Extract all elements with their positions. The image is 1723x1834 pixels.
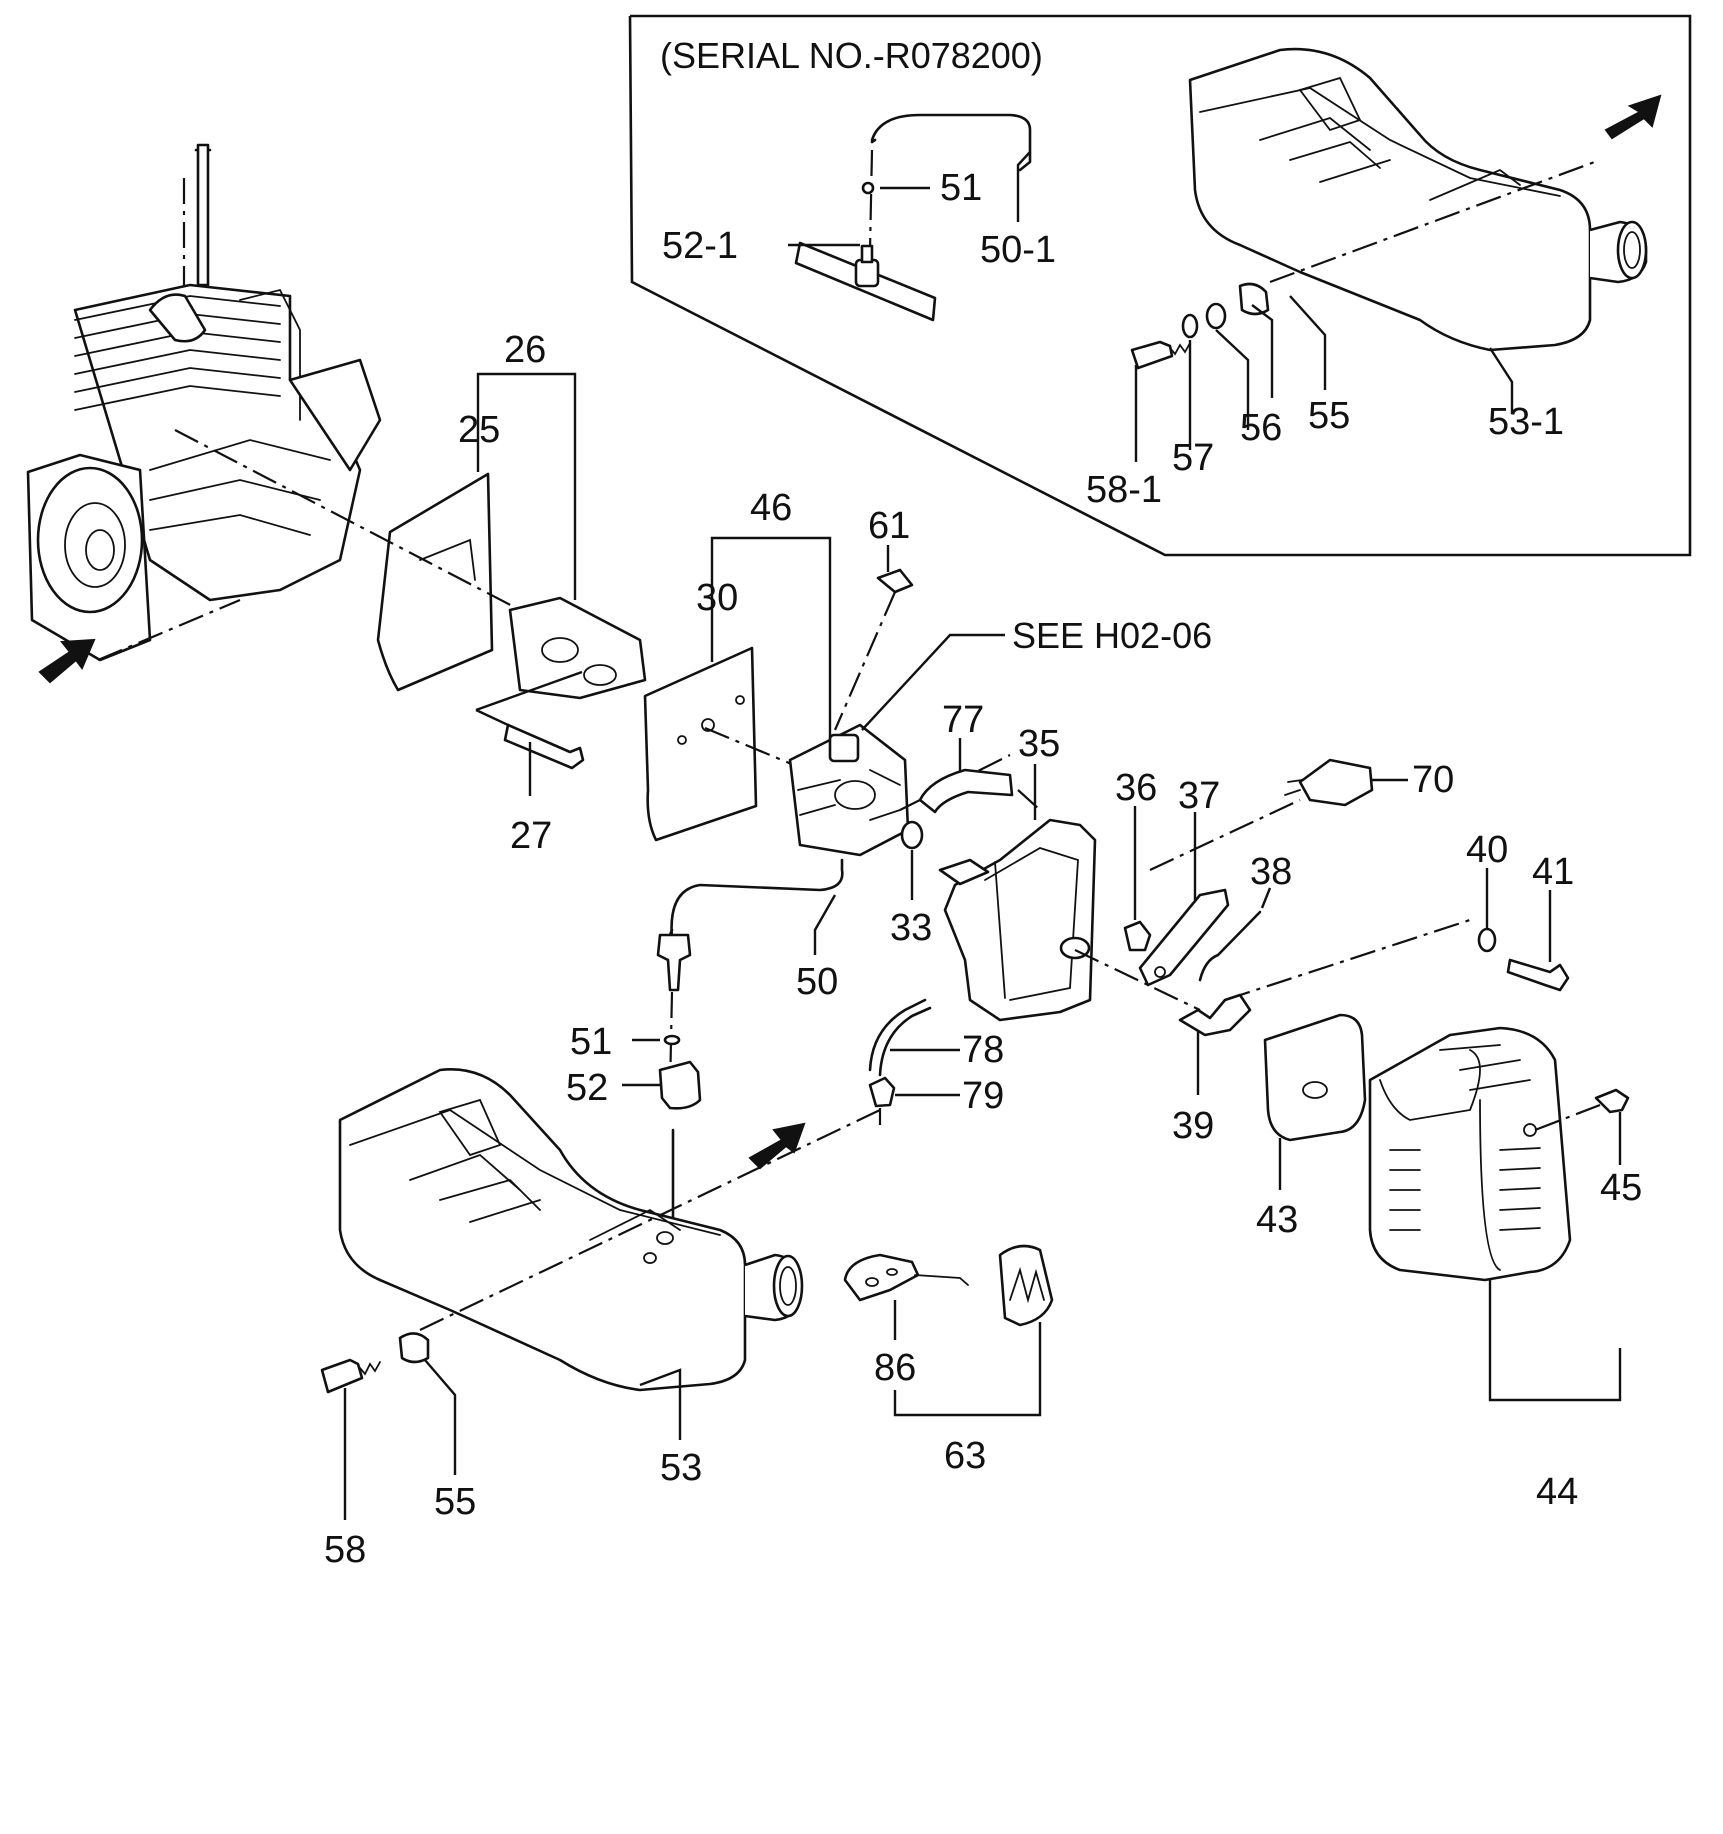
bolt-58 <box>320 1358 364 1394</box>
callout-35: 35 <box>1018 723 1060 765</box>
callout-46: 46 <box>750 487 792 529</box>
see-reference-note: SEE H02-06 <box>1012 615 1212 656</box>
fuel-filter-52 <box>658 1060 702 1110</box>
direction-arrow-icon <box>38 638 96 684</box>
retainer-86 <box>843 1253 920 1302</box>
spacer-36 <box>1123 920 1152 952</box>
callout-inset-51: 51 <box>940 167 982 209</box>
callout-79: 79 <box>962 1075 1004 1117</box>
air-cleaner-group <box>918 738 1630 1402</box>
carburetor-group <box>643 536 1011 1091</box>
fuel-tube-50-1 <box>870 113 1032 172</box>
callout-61: 61 <box>868 505 910 547</box>
callout-63: 63 <box>944 1435 986 1477</box>
callout-86: 86 <box>874 1347 916 1389</box>
engine-block <box>26 143 382 684</box>
bolt-41 <box>1506 958 1570 992</box>
callout-43: 43 <box>1256 1199 1298 1241</box>
washer-40 <box>1477 927 1497 953</box>
callout-labels: 26 25 27 46 30 61 SEE H02-06 77 35 36 37… <box>324 329 1642 1571</box>
air-filter-43 <box>1263 1013 1367 1142</box>
serial-inset: (SERIAL NO.-R078200) <box>628 14 1692 557</box>
callout-77: 77 <box>942 699 984 741</box>
fuel-tube-50 <box>670 858 844 940</box>
callout-inset-53-1: 53-1 <box>1488 401 1564 443</box>
serial-note: (SERIAL NO.-R078200) <box>660 35 1043 76</box>
callout-inset-58-1: 58-1 <box>1086 469 1162 511</box>
fuel-tube-78 <box>868 998 927 1072</box>
bolt-58-1 <box>1130 340 1174 370</box>
clip-39 <box>1178 993 1252 1037</box>
callout-30: 30 <box>696 577 738 619</box>
callout-55: 55 <box>434 1481 476 1523</box>
fuel-cap-group <box>843 1244 1054 1417</box>
callout-70: 70 <box>1412 759 1454 801</box>
screw-45 <box>1594 1088 1630 1114</box>
callout-inset-55: 55 <box>1308 395 1350 437</box>
callout-78: 78 <box>962 1029 1004 1071</box>
callout-53: 53 <box>660 1447 702 1489</box>
direction-arrow-icon <box>748 1122 806 1170</box>
spark-plug-70 <box>1298 758 1374 807</box>
callout-26: 26 <box>504 329 546 371</box>
callout-58: 58 <box>324 1529 366 1571</box>
gasket-25 <box>376 472 494 692</box>
damper-55 <box>398 1332 430 1364</box>
direction-arrow-icon <box>1604 94 1662 140</box>
spring-38 <box>1198 910 1262 982</box>
callout-37: 37 <box>1178 775 1220 817</box>
clip-51 <box>663 1034 681 1046</box>
bolt-27 <box>503 723 585 770</box>
callout-45: 45 <box>1600 1167 1642 1209</box>
callout-39: 39 <box>1172 1105 1214 1147</box>
callout-33: 33 <box>890 907 932 949</box>
callout-inset-50-1: 50-1 <box>980 229 1056 271</box>
damper-55-inset <box>1238 282 1270 316</box>
gasket-30 <box>643 646 758 842</box>
callout-44: 44 <box>1536 1471 1578 1513</box>
air-cleaner-case-35 <box>943 818 1097 1022</box>
callout-36: 36 <box>1115 767 1157 809</box>
callout-inset-52-1: 52-1 <box>662 225 738 267</box>
air-cleaner-cover-44 <box>1368 1026 1572 1282</box>
callout-52: 52 <box>566 1067 608 1109</box>
fuel-tank-group <box>320 998 960 1520</box>
callout-38: 38 <box>1250 851 1292 893</box>
o-ring-33 <box>900 820 924 850</box>
fuel-tube-77 <box>918 768 1014 814</box>
lever-37 <box>1138 888 1230 987</box>
callout-inset-56: 56 <box>1240 407 1282 449</box>
callout-41: 41 <box>1532 851 1574 893</box>
intake-parts <box>174 372 647 796</box>
callout-51: 51 <box>570 1021 612 1063</box>
callout-inset-57: 57 <box>1172 437 1214 479</box>
callout-50: 50 <box>796 961 838 1003</box>
callout-27: 27 <box>510 815 552 857</box>
callout-40: 40 <box>1466 829 1508 871</box>
callout-25: 25 <box>458 409 500 451</box>
filter-79 <box>868 1076 896 1108</box>
fuel-cap <box>998 1244 1054 1327</box>
clip-61 <box>876 568 914 594</box>
